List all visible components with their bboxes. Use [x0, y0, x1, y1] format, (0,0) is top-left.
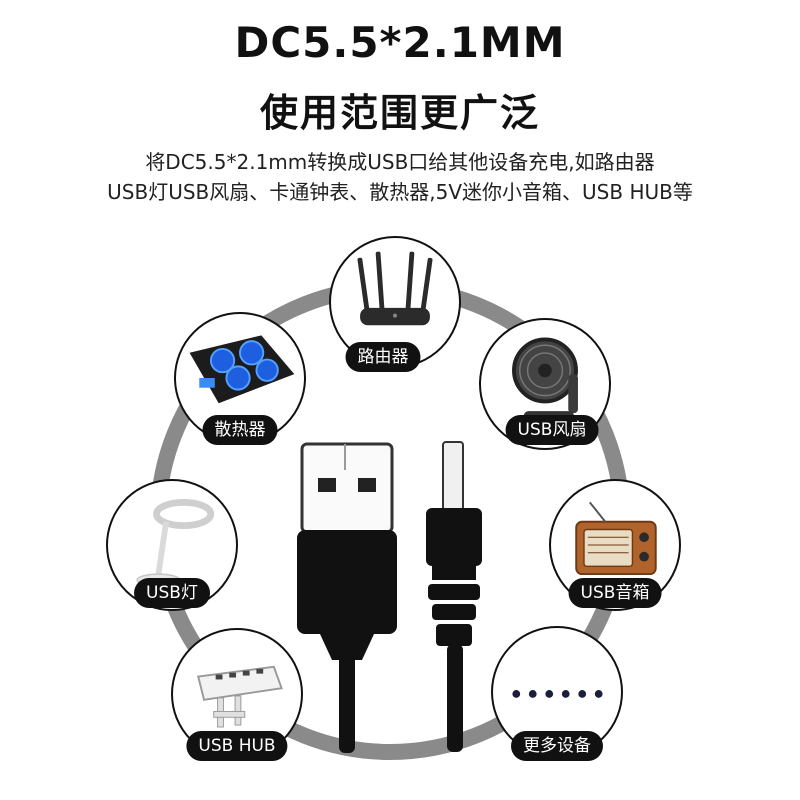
- description-line-2: USB灯USB风扇、卡通钟表、散热器,5V迷你小音箱、USB HUB等: [107, 180, 693, 204]
- device-label-0: 路由器: [345, 342, 421, 372]
- device-label-1: 散热器: [202, 415, 278, 445]
- device-label-4: USB音箱: [568, 578, 662, 608]
- page-title: DC5.5*2.1MM: [234, 18, 566, 67]
- device-label-2: USB风扇: [505, 415, 599, 445]
- page-subtitle: 使用范围更广泛: [259, 91, 540, 135]
- dc-usb-cable-icon: [297, 441, 482, 753]
- device-label-6: 更多设备: [511, 731, 603, 761]
- device-circle-1: [174, 312, 306, 444]
- more-dots-icon: [512, 690, 603, 698]
- cooling-pad-icon: [189, 335, 295, 404]
- device-label-3: USB灯: [134, 578, 210, 608]
- device-label-5: USB HUB: [186, 731, 288, 761]
- router-icon: [357, 251, 433, 326]
- usb-speaker-icon: [575, 501, 657, 576]
- description-line-1: 将DC5.5*2.1mm转换成USB口给其他设备充电,如路由器: [145, 150, 655, 174]
- usb-hub-icon: [197, 665, 283, 728]
